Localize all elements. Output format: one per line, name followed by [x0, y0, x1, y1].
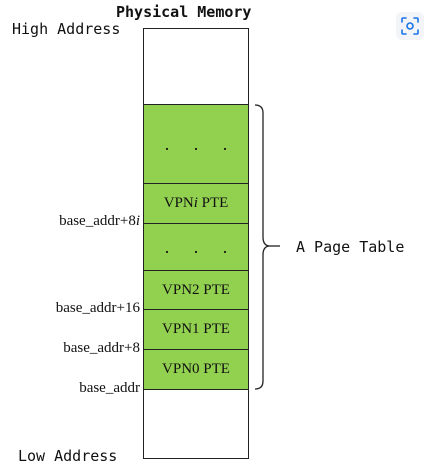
vpn2-pte-label: VPN2 PTE	[162, 281, 230, 298]
cell-vpn2-pte: VPN2 PTE	[143, 270, 249, 310]
cell-vpn0-pte: VPN0 PTE	[143, 349, 249, 390]
high-address-label: High Address	[12, 20, 121, 38]
address-base-plus-16: base_addr+16	[55, 300, 140, 316]
vpni-pte-label: VPNi PTE	[163, 195, 229, 211]
lens-icon	[401, 17, 419, 35]
cell-ellipsis-mid: . . .	[143, 223, 249, 271]
cell-vpni-pte: VPNi PTE	[143, 183, 249, 224]
lens-button[interactable]	[396, 12, 424, 40]
address-base: base_addr	[79, 380, 140, 396]
diagram-title: Physical Memory	[116, 3, 252, 21]
ellipsis-mid: . . .	[164, 236, 238, 257]
ellipsis-top: . . .	[164, 133, 238, 154]
low-address-label: Low Address	[18, 447, 118, 465]
cell-vpn1-pte: VPN1 PTE	[143, 309, 249, 350]
page-table-label: A Page Table	[296, 238, 405, 256]
page-table-brace	[254, 104, 280, 390]
address-base-plus-8i: base_addr+8i	[59, 213, 140, 229]
cell-ellipsis-top: . . .	[143, 104, 249, 184]
address-base-plus-8: base_addr+8	[63, 340, 140, 356]
vpn1-pte-label: VPN1 PTE	[162, 321, 230, 337]
vpn0-pte-label: VPN0 PTE	[162, 361, 230, 377]
